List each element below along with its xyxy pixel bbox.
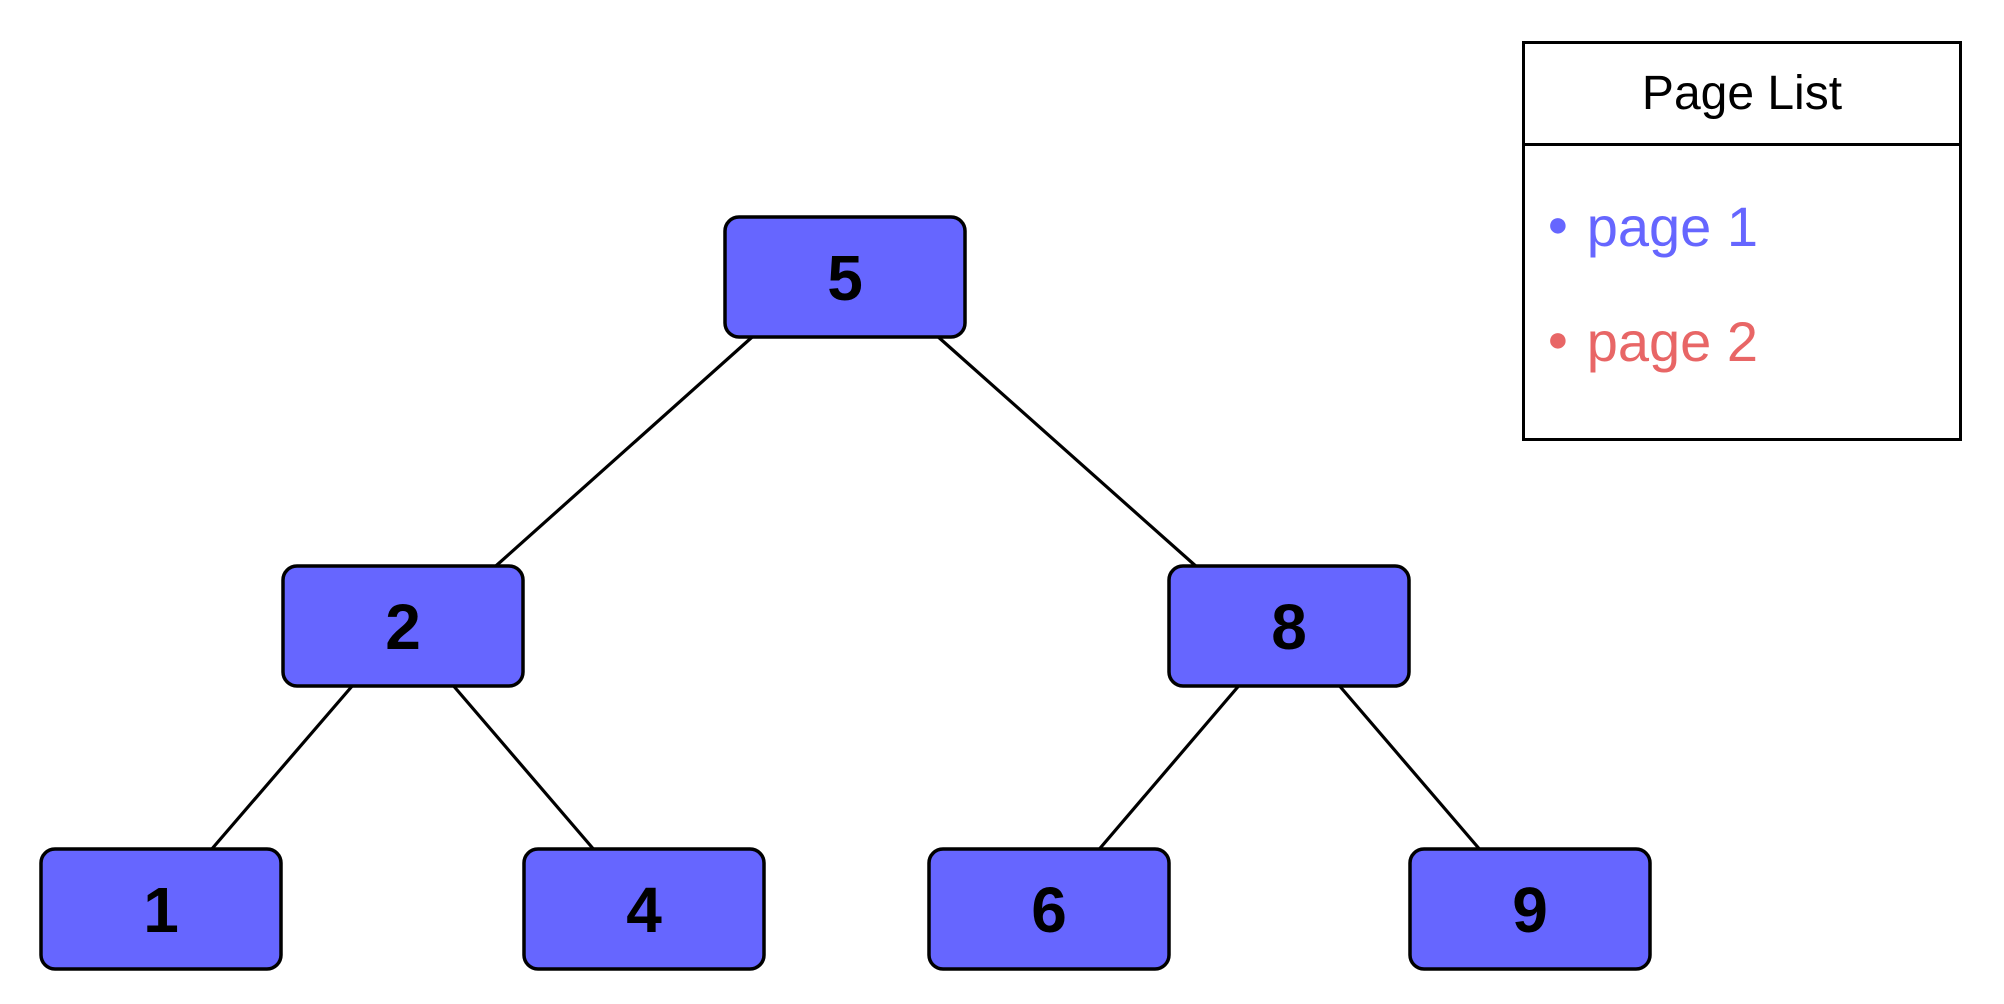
page-list-item-label: page 1 [1586,195,1759,258]
tree-edge-2-1 [210,684,354,851]
tree-edges [210,335,1481,851]
bullet-icon: ● [1547,203,1569,244]
tree-node-1: 1 [39,847,283,971]
tree-node-box [281,564,525,688]
tree-node-label: 1 [143,874,179,946]
tree-node-8: 8 [1167,564,1411,688]
tree-node-box [522,847,766,971]
tree-edge-8-9 [1338,684,1481,851]
tree-node-label: 4 [626,874,662,946]
page-list-panel: Page List ● page 1 ● page 2 [1522,41,1962,441]
tree-edge-5-2 [494,335,754,568]
tree-node-box [39,847,283,971]
tree-node-5: 5 [723,215,967,339]
tree-node-4: 4 [522,847,766,971]
tree-node-label: 9 [1512,874,1548,946]
page-list-item-page-2[interactable]: ● page 2 [1547,309,1758,374]
tree-node-9: 9 [1408,847,1652,971]
tree-node-2: 2 [281,564,525,688]
tree-node-box [1408,847,1652,971]
tree-node-box [723,215,967,339]
tree-node-box [1167,564,1411,688]
tree-edge-5-8 [937,335,1197,568]
tree-node-6: 6 [927,847,1171,971]
tree-edge-8-6 [1098,684,1240,851]
page-list-item-page-1[interactable]: ● page 1 [1547,194,1758,259]
tree-edge-2-4 [452,684,595,851]
tree-node-label: 6 [1031,874,1067,946]
page-list-title: Page List [1525,44,1959,146]
bullet-icon: ● [1547,318,1569,359]
tree-node-label: 2 [385,591,421,663]
tree-node-label: 8 [1271,591,1307,663]
tree-node-label: 5 [827,242,863,314]
tree-node-box [927,847,1171,971]
page-list-item-label: page 2 [1586,310,1759,373]
